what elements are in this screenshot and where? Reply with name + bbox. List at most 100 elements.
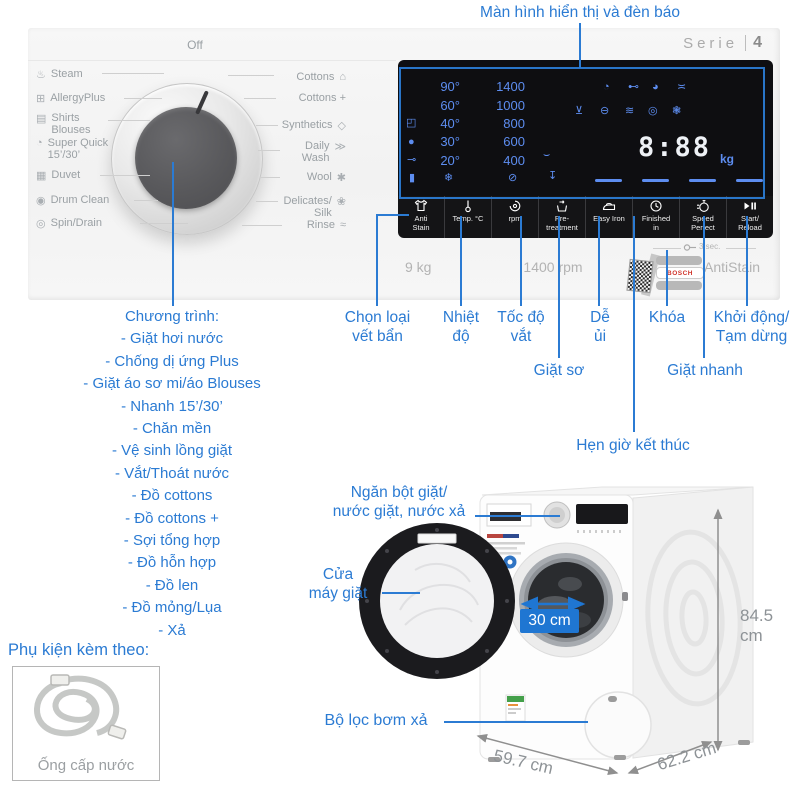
callout-line xyxy=(598,216,600,306)
led-display: 90° 60° 40° 30° 20° ❄ 1400 1000 800 600 … xyxy=(398,60,773,196)
drum-clean-icon: ◉ xyxy=(36,195,46,207)
tick xyxy=(242,225,282,226)
rpm-button: rpm xyxy=(492,196,539,238)
spin-1400: 1400 xyxy=(496,79,525,94)
shirts-icon: ▤ xyxy=(36,113,47,125)
dial-program-cottons-plus: Cottons + xyxy=(298,92,346,104)
series-divider xyxy=(745,35,747,51)
detergent-indicator-icon: ▮ xyxy=(409,172,416,184)
tick xyxy=(258,150,280,151)
delicates-icon: ❀ xyxy=(336,196,346,208)
tick xyxy=(244,98,276,99)
tap-status-icon: ≍ xyxy=(677,81,687,93)
dial-program-super-quick: ◔Super Quick 15’/30’ xyxy=(36,137,109,162)
callout-line xyxy=(376,214,409,216)
display-highlight-box xyxy=(399,67,765,199)
panel-buttons: Anti Stain Temp. °C rpm Pre- treatment E… xyxy=(398,196,773,238)
tick xyxy=(134,200,158,201)
tick xyxy=(256,125,278,126)
callout-line xyxy=(666,250,668,306)
dispenser-indicator-icon: ◰ xyxy=(406,117,417,129)
callout-easy-iron: Dễ ủi xyxy=(590,309,610,345)
program-item: - Vắt/Thoát nước xyxy=(114,464,230,482)
drain-indicator-icon: ↧ xyxy=(548,170,558,182)
program-item: - Giặt áo sơ mi/áo Blouses xyxy=(83,375,261,393)
callout-line xyxy=(475,515,560,517)
spin-drain-icon: ◎ xyxy=(36,218,46,230)
tick xyxy=(256,201,278,202)
callout-line xyxy=(558,216,560,358)
dial-program-delicates: Delicates/ Silk❀ xyxy=(283,195,346,220)
program-item: - Chống dị ứng Plus xyxy=(105,352,239,370)
accessory-box: Ống cấp nước xyxy=(12,666,160,781)
stopwatch-icon xyxy=(697,200,709,212)
water-hose-image xyxy=(34,674,127,740)
anti-stain-button: Anti Stain xyxy=(398,196,445,238)
shirt-icon xyxy=(414,199,428,212)
dial-program-daily-wash: Daily Wash≫ xyxy=(301,140,346,165)
accessory-heading: Phụ kiện kèm theo: xyxy=(8,641,150,659)
max-spin-label: 1400 rpm xyxy=(523,259,583,275)
callout-rpm: Tốc độ vắt xyxy=(497,309,545,345)
accessory-label: Ống cấp nước xyxy=(37,757,135,774)
callout-start-reload: Khởi động/ Tạm dừng xyxy=(713,309,790,345)
callout-line xyxy=(444,721,588,723)
program-item: - Đồ cottons + xyxy=(125,509,219,527)
dial-program-wool: Wool✱ xyxy=(306,171,346,184)
iron-icon xyxy=(602,202,616,211)
series-number: 4 xyxy=(753,34,762,51)
program-item: - Đồ len xyxy=(145,576,199,594)
program-list-heading: Chương trình: xyxy=(124,308,220,325)
rinse-icon: ≈ xyxy=(339,219,346,231)
pre-treatment-button: Pre- treatment xyxy=(539,196,586,238)
program-item: - Sợi tổng hợp xyxy=(123,532,221,550)
reload-status-icon: ⊻ xyxy=(575,105,584,117)
dial-program-synthetics: Synthetics◇ xyxy=(281,119,346,132)
dial-program-drum-clean: ◉Drum Clean xyxy=(36,194,110,207)
spin-600: 600 xyxy=(503,134,525,149)
tick xyxy=(140,223,188,224)
steam-icon: ♨ xyxy=(36,69,46,81)
spin-status-icon: ◎ xyxy=(648,105,658,117)
program-item: - Chăn mền xyxy=(132,420,212,438)
spin-800: 800 xyxy=(503,116,525,131)
display-title: Màn hình hiển thị và đèn báo xyxy=(480,4,680,21)
callout-line xyxy=(746,216,748,306)
callout-line xyxy=(633,216,635,432)
program-item: - Giặt hơi nước xyxy=(120,330,224,348)
wash-status-icon: ⊖ xyxy=(600,105,610,117)
daily-wash-icon: ≫ xyxy=(334,141,346,153)
tick xyxy=(260,177,280,178)
door-opening-badge: 30 cm xyxy=(520,609,579,633)
basin-indicator-icon: ⌣ xyxy=(543,149,551,161)
key-status-icon: ⊷ xyxy=(628,81,639,93)
tick xyxy=(108,120,150,121)
callout-line xyxy=(579,23,581,68)
temp-90: 90° xyxy=(440,79,460,94)
program-item: - Vệ sinh lồng giặt xyxy=(111,442,233,460)
drum-clean-status-icon: ◕ xyxy=(652,81,659,93)
bosch-sticker: BOSCH xyxy=(626,253,704,298)
hint-line xyxy=(653,248,681,249)
no-spin-icon: ⊘ xyxy=(508,172,518,184)
duvet-icon: ▦ xyxy=(36,170,47,182)
wool-icon: ✱ xyxy=(336,172,346,184)
callout-line xyxy=(376,214,378,306)
dial-program-allergyplus: ⊞AllergyPlus xyxy=(36,92,106,105)
callout-finished-in: Hẹn giờ kết thúc xyxy=(576,437,690,454)
super-quick-icon: ◔ xyxy=(36,137,43,149)
spin-icon xyxy=(509,200,521,212)
program-item: - Đồ hỗn hợp xyxy=(127,554,217,572)
segment-dash xyxy=(595,179,622,182)
callout-line xyxy=(172,162,174,306)
allergy-plus-icon: ⊞ xyxy=(36,93,46,105)
callout-anti-stain: Chọn loại vết bẩn xyxy=(344,309,411,345)
tick xyxy=(228,75,274,76)
thermometer-icon xyxy=(465,200,471,213)
callout-line xyxy=(460,216,462,306)
easy-iron-button: Easy Iron xyxy=(586,196,633,238)
callout-door: Cửa máy giặt xyxy=(308,566,368,602)
program-item: - Đồ mỏng/Lụa xyxy=(122,599,222,617)
segment-dash xyxy=(642,179,669,182)
sticker-pill xyxy=(656,281,702,290)
